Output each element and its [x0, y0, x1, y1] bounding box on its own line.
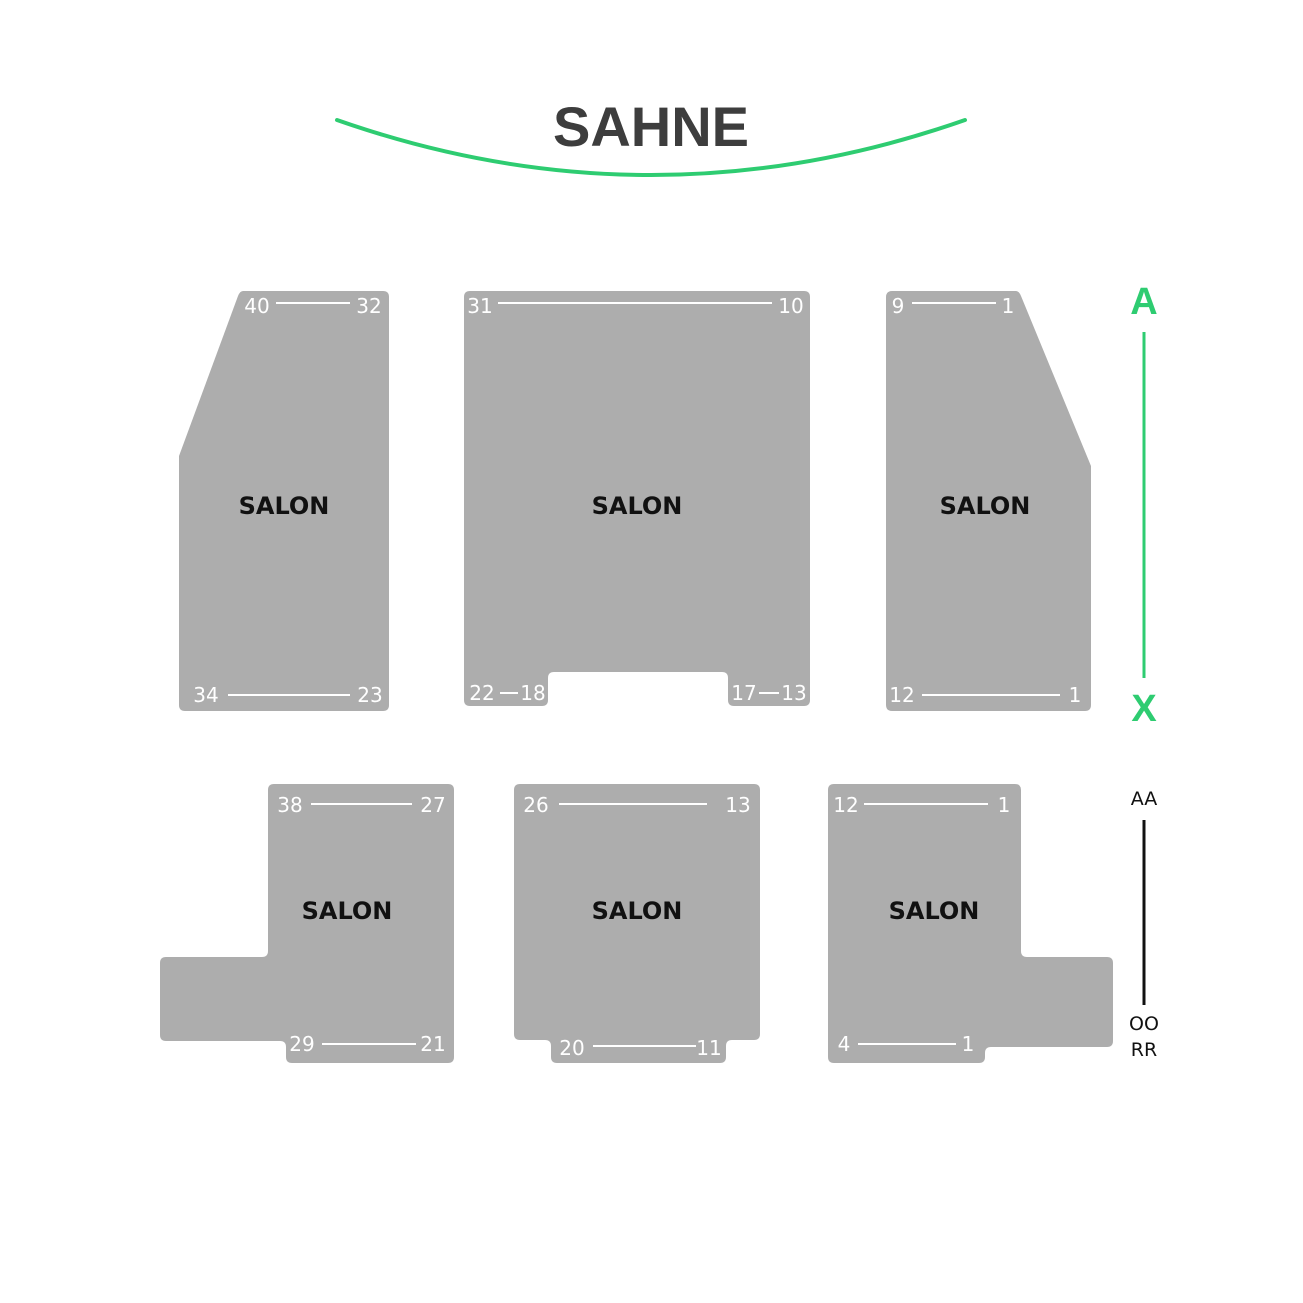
seat-number: 9 [892, 294, 905, 318]
seat-number: 29 [289, 1032, 314, 1056]
section-label: SALON [889, 897, 980, 925]
row-end-label: X [1131, 688, 1157, 730]
section-upper-center-shape [464, 291, 810, 706]
section-label: SALON [592, 897, 683, 925]
section-label: SALON [592, 492, 683, 520]
section-lower-right[interactable]: 12 1 SALON 4 1 [828, 784, 1113, 1063]
section-lower-center[interactable]: 26 13 SALON 20 11 [514, 784, 760, 1063]
stage-curve [335, 118, 967, 177]
section-lower-left[interactable]: 38 27 SALON 29 21 [160, 784, 454, 1063]
seat-number: 1 [962, 1032, 975, 1056]
seat-number: 4 [838, 1032, 851, 1056]
row-end-label: OO [1129, 1013, 1159, 1035]
row-range-lower: AA OO RR [1129, 788, 1159, 1061]
seat-number: 10 [778, 294, 803, 318]
row-start-label: A [1130, 281, 1157, 323]
seat-number: 38 [277, 793, 302, 817]
section-label: SALON [940, 492, 1031, 520]
seat-number: 1 [998, 793, 1011, 817]
seat-number: 20 [559, 1036, 584, 1060]
section-lower-left-shape [160, 784, 454, 1063]
seat-number: 12 [833, 793, 858, 817]
seat-number: 18 [520, 681, 545, 705]
seat-number: 13 [725, 793, 750, 817]
row-start-label: AA [1131, 788, 1158, 810]
seat-number: 22 [469, 681, 494, 705]
row-end-label-second-line: RR [1131, 1039, 1157, 1061]
section-upper-right-shape [886, 291, 1091, 711]
section-upper-right[interactable]: 9 1 SALON 12 1 [886, 291, 1091, 711]
seat-number: 26 [523, 793, 548, 817]
seat-number: 12 [889, 683, 914, 707]
seat-number: 11 [696, 1036, 721, 1060]
seat-number: 1 [1002, 294, 1015, 318]
seat-number: 13 [781, 681, 806, 705]
section-upper-center[interactable]: 31 10 SALON 22 18 17 13 [464, 291, 810, 706]
seat-number: 32 [356, 294, 381, 318]
seat-number: 34 [193, 683, 218, 707]
row-range-upper: A X [1130, 281, 1157, 730]
section-lower-center-shape [514, 784, 760, 1063]
seat-number: 1 [1069, 683, 1082, 707]
section-label: SALON [239, 492, 330, 520]
seat-number: 31 [467, 294, 492, 318]
seat-number: 40 [244, 294, 269, 318]
section-label: SALON [302, 897, 393, 925]
seat-number: 23 [357, 683, 382, 707]
section-upper-left[interactable]: 40 32 SALON 34 23 [179, 291, 389, 711]
seat-number: 21 [420, 1032, 445, 1056]
seat-number: 27 [420, 793, 445, 817]
stage-label: SAHNE [553, 95, 749, 158]
section-lower-right-shape [828, 784, 1113, 1063]
seat-number: 17 [731, 681, 756, 705]
section-upper-left-shape [179, 291, 389, 711]
